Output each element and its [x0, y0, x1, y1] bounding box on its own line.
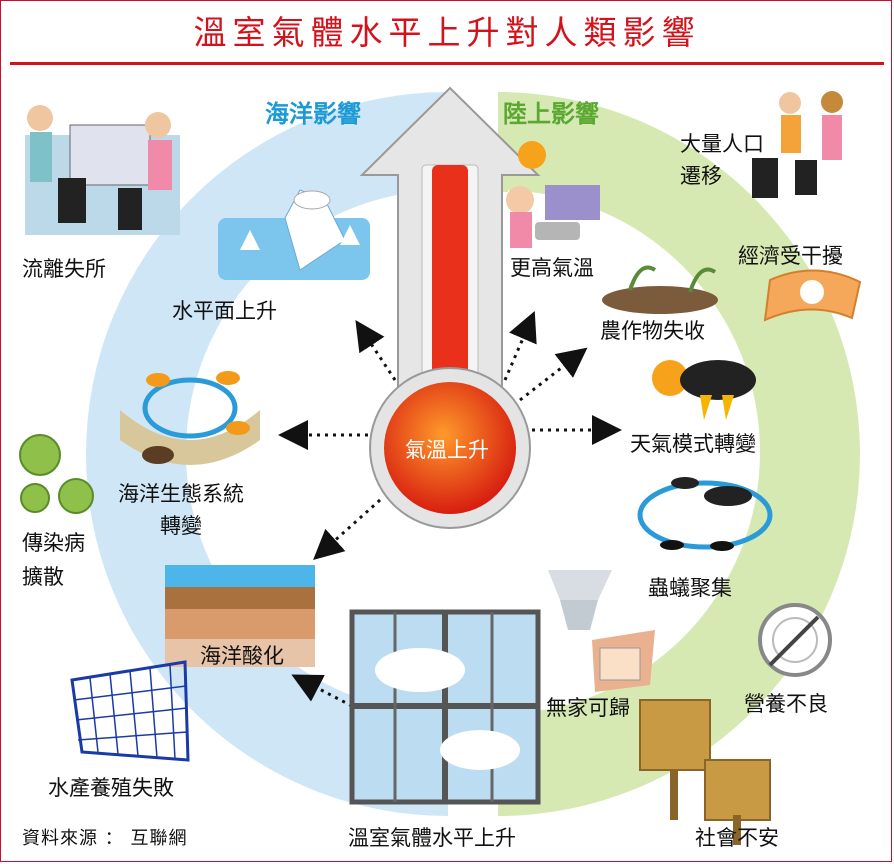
ocean-item-sea-level: 水平面上升	[172, 299, 277, 323]
marine-ecosystem-illustration	[120, 371, 260, 465]
money-illustration	[763, 269, 862, 322]
crop-failure-illustration	[602, 265, 718, 314]
impact-displaced: 流離失所	[22, 257, 106, 281]
impact-aquaculture: 水產養殖失敗	[48, 776, 174, 800]
impact-malnutrition: 營養不良	[744, 692, 828, 716]
ocean-item-acidification: 海洋酸化	[200, 644, 284, 668]
land-item-homeless: 無家可歸	[546, 696, 630, 720]
insects-illustration	[637, 477, 773, 551]
ocean-acidification-illustration	[165, 565, 315, 667]
page-title: 溫室氣體水平上升對人類影響	[193, 13, 701, 52]
thermometer-bulb	[384, 382, 516, 514]
protest-signs-illustration	[639, 699, 771, 845]
empty-plate-illustration	[758, 603, 832, 677]
window-illustration	[349, 609, 541, 805]
virus-illustration	[19, 434, 94, 514]
source-credit: 資料來源 ： 互聯網	[22, 828, 188, 849]
impact-migration: 大量人口 遷移	[680, 132, 764, 188]
impact-disease: 傳染病 擴散	[22, 531, 85, 589]
homeless-illustration	[548, 570, 655, 692]
weather-illustration	[652, 360, 756, 420]
temperature-rise-label: 氣溫上升	[405, 438, 489, 462]
land-item-crop-failure: 農作物失收	[600, 319, 705, 343]
displaced-people-illustration	[25, 105, 180, 235]
land-item-insects: 蟲蟻聚集	[648, 576, 732, 600]
land-impact-heading: 陸上影響	[503, 99, 599, 128]
hot-weather-illustration	[506, 141, 600, 248]
land-item-weather: 天氣模式轉變	[630, 432, 756, 456]
sea-level-rise-illustration	[218, 189, 370, 280]
greenhouse-gas-label: 溫室氣體水平上升	[348, 826, 516, 850]
migration-illustration	[752, 91, 843, 198]
land-item-higher-temp: 更高氣溫	[510, 256, 594, 280]
title-underline	[10, 62, 884, 65]
ocean-impact-heading: 海洋影響	[265, 99, 361, 128]
fishing-net-illustration	[70, 660, 190, 762]
impact-economy: 經濟受干擾	[738, 244, 843, 268]
ocean-item-ecosystem: 海洋生態系統 轉變	[118, 482, 244, 538]
impact-social-unrest: 社會不安	[695, 826, 779, 850]
